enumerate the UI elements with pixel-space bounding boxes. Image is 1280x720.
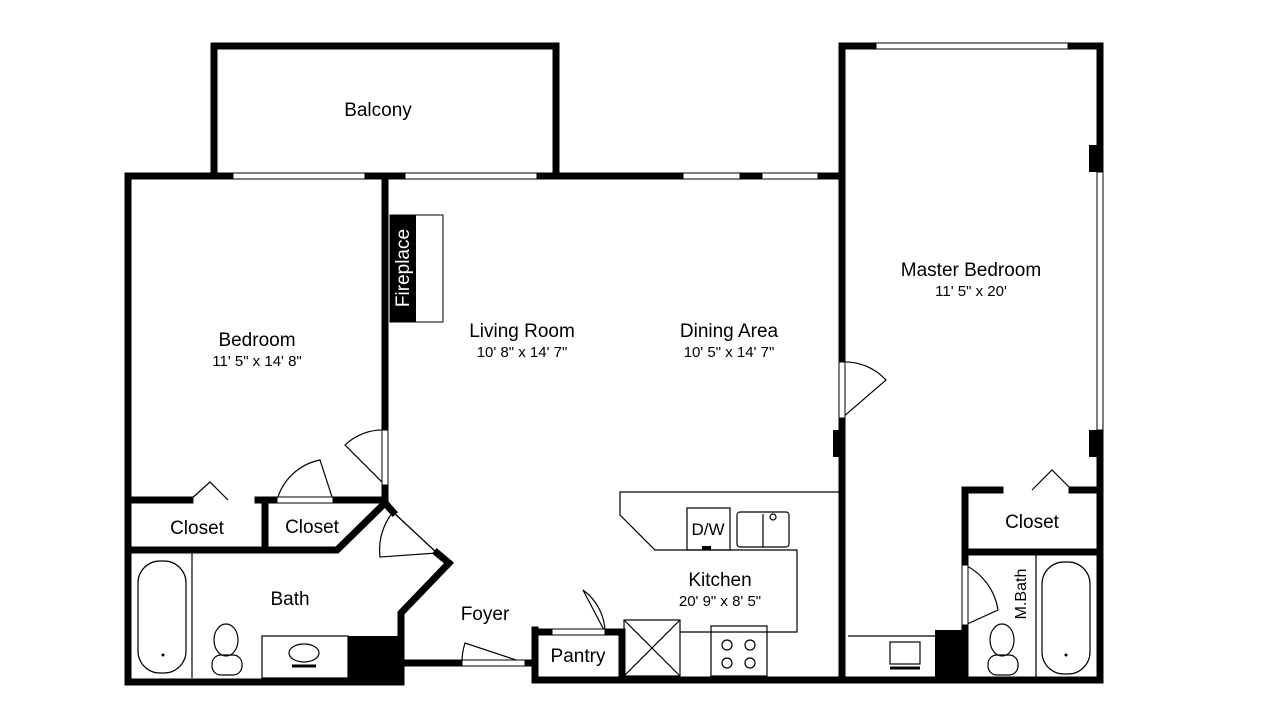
kitchen-label: Kitchen [688, 570, 751, 591]
dining-area-dims: 10' 5" x 14' 7" [684, 344, 775, 361]
master-bedroom-label: Master Bedroom [901, 260, 1041, 281]
bath-fixtures [137, 552, 1091, 679]
balcony-label: Balcony [344, 100, 412, 121]
stove [710, 625, 768, 677]
windows [232, 42, 1104, 431]
living-room-dims: 10' 8" x 14' 7" [477, 344, 568, 361]
dining-area-label: Dining Area [680, 321, 779, 342]
master-bedroom-dims: 11' 5" x 20' [935, 283, 1007, 300]
dishwasher-label: D/W [691, 520, 724, 539]
balcony-walls [210, 42, 560, 180]
foyer-label: Foyer [461, 604, 510, 625]
master-closet-label: Closet [1005, 512, 1060, 533]
kitchen-dims: 20' 9" x 8' 5" [679, 593, 761, 610]
bedroom-dims: 11' 5" x 14' 8" [212, 353, 302, 370]
refrigerator [623, 619, 681, 677]
fireplace-label: Fireplace [393, 229, 414, 307]
closet-2-label: Closet [285, 517, 340, 538]
closet-1-label: Closet [170, 518, 225, 539]
bath-label: Bath [270, 589, 309, 610]
living-room-label: Living Room [469, 321, 575, 342]
pantry-label: Pantry [551, 646, 606, 667]
doors[interactable] [189, 361, 1073, 667]
kitchen-counter: D/W [619, 491, 840, 677]
fireplace: Fireplace [389, 214, 444, 323]
bedroom-label: Bedroom [218, 330, 295, 351]
master-bath-label: M.Bath [1013, 569, 1030, 620]
